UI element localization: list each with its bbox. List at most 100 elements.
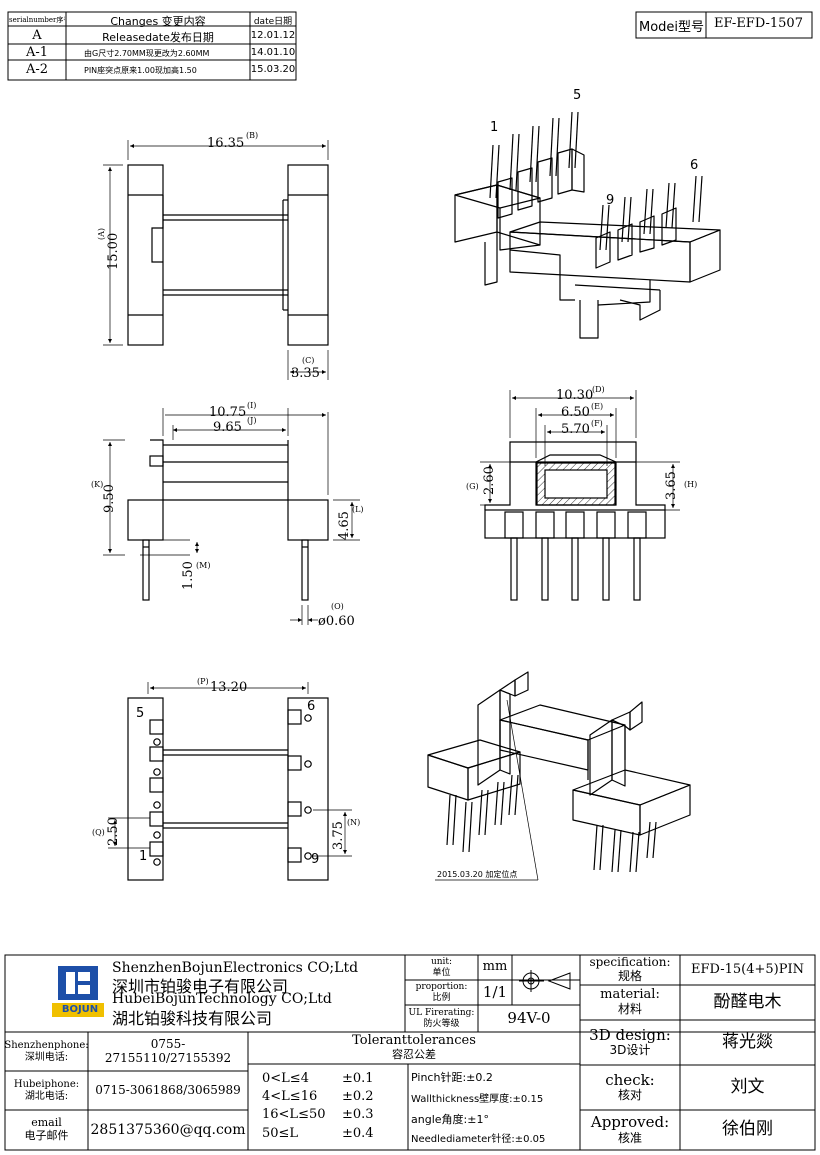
bottom-pin-label-6: 6 <box>307 699 316 714</box>
iso-pin-label-6: 6 <box>690 158 699 173</box>
tol-range-4: 50≤L <box>262 1126 299 1141</box>
top-view-dims <box>103 140 329 380</box>
rev-header-changes: Changes 变更内容 <box>110 15 206 28</box>
revision-table <box>7 11 297 81</box>
dim-g-tag: (G) <box>466 482 479 491</box>
dim-i-value: 10.75 <box>209 405 247 420</box>
approved-label-cell: Approved: 核准 <box>580 1110 680 1150</box>
rev-row-a-date: 12.01.12 <box>250 30 296 41</box>
unit-label-cn: 单位 <box>432 967 451 978</box>
annotation-locating-point: 2015.03.20 加定位点 <box>437 870 518 879</box>
bojun-logo <box>52 966 104 1017</box>
check-label-cell: check: 核对 <box>580 1065 680 1110</box>
check-value: 刘文 <box>730 1076 765 1097</box>
material-label-cell: material: 材料 <box>580 985 680 1020</box>
company-cn-shenzhen: 深圳市铂骏电子有限公司 <box>112 977 289 996</box>
email-label: email <box>31 1116 62 1130</box>
rev-row-a1-change: 由G尺寸2.70MM现更改为2.60MM <box>84 49 210 58</box>
dim-o-value: ø0.60 <box>318 614 355 629</box>
check-label: check: <box>605 1070 655 1089</box>
rev-header-date: date日期 <box>253 17 293 27</box>
email-label-cn: 电子邮件 <box>24 1129 69 1142</box>
tolerance-title: Toleranttolerances <box>352 1033 476 1049</box>
top-view <box>127 164 329 346</box>
rev-row-a-change: Releasedate发布日期 <box>102 31 214 44</box>
dim-f-tag: (F) <box>591 419 603 428</box>
spec-value: EFD-15(4+5)PIN <box>691 961 804 977</box>
dim-o-tag: (O) <box>331 602 344 611</box>
dim-q-value: 2.50 <box>106 817 121 846</box>
unit-value: mm <box>482 959 508 975</box>
dim-i-tag: (I) <box>247 401 257 410</box>
rev-row-a-id: A <box>32 28 42 43</box>
iso-pin-label-9: 9 <box>606 193 615 208</box>
ul-value: 94V-0 <box>507 1008 551 1027</box>
bottom-pin-label-9: 9 <box>311 852 320 867</box>
dim-k-tag: (K) <box>91 480 104 489</box>
tol-range-1: 0<L≤4 <box>262 1071 309 1086</box>
iso-pin-label-1: 1 <box>490 120 499 135</box>
rev-row-a1-date: 14.01.10 <box>250 47 296 58</box>
bottom-view-dims <box>108 682 352 857</box>
design-label: 3D design: <box>589 1025 671 1044</box>
design-label-cell: 3D design: 3D设计 <box>580 1020 680 1065</box>
unit-label-cell: unit: 单位 <box>405 955 478 980</box>
ul-label: UL Firerating: <box>408 1008 475 1019</box>
bottom-pin-label-1: 1 <box>139 849 148 864</box>
hb-phone-label: Hubeiphone: <box>13 1079 80 1090</box>
proportion-label-cn: 比例 <box>432 992 451 1003</box>
proportion-value: 1/1 <box>482 982 508 1001</box>
iso-pin-label-5: 5 <box>573 88 582 103</box>
proportion-label-cell: proportion: 比例 <box>405 980 478 1005</box>
side-view <box>484 441 666 601</box>
spec-label: specification: <box>589 955 671 970</box>
company-en-shenzhen: ShenzhenBojunElectronics CO;Ltd <box>112 960 359 976</box>
design-label-cn: 3D设计 <box>609 1043 651 1058</box>
tol-angle: angle角度:±1° <box>411 1113 489 1126</box>
side-view-dims <box>480 390 680 511</box>
model-box <box>635 11 813 39</box>
bottom-pin-label-5: 5 <box>136 706 145 721</box>
ul-label-cn: 防火等级 <box>423 1018 460 1029</box>
dim-d-tag: (D) <box>592 385 605 394</box>
front-view <box>127 439 329 601</box>
isometric-view-top <box>454 111 721 339</box>
tol-needle: Needlediameter针径:±0.05 <box>411 1134 546 1145</box>
tol-value-4: ±0.4 <box>342 1126 374 1141</box>
material-label-cn: 材料 <box>617 1002 642 1017</box>
spec-label-cn: 规格 <box>617 969 642 983</box>
dim-l-tag: (L) <box>352 505 364 514</box>
dim-p-tag: (P) <box>197 677 209 686</box>
tol-wall: Wallthickness壁厚度:±0.15 <box>411 1094 544 1105</box>
dim-n-tag: (N) <box>347 818 361 827</box>
material-value: 酚醛电木 <box>713 991 782 1012</box>
sz-phone-label-cn: 深圳电话: <box>24 1051 69 1063</box>
rev-header-serial: serialnumber序号 <box>9 16 65 24</box>
dim-e-tag: (E) <box>591 402 604 411</box>
unit-label: unit: <box>430 957 453 968</box>
dim-c-tag: (C) <box>302 356 315 365</box>
design-value: 蒋光燚 <box>722 1031 773 1052</box>
dim-h-tag: (H) <box>684 480 698 489</box>
email-value: 2851375360@qq.com <box>90 1121 246 1138</box>
rev-row-a2-change: PIN座突点原来1.00现加高1.50 <box>84 66 197 75</box>
dim-d-value: 10.30 <box>556 388 594 403</box>
approved-label: Approved: <box>590 1113 670 1132</box>
dim-j-tag: (J) <box>247 416 257 425</box>
tolerance-title-cell: Toleranttolerances 容忍公差 <box>248 1032 580 1064</box>
dim-l-value: 4.65 <box>337 511 352 540</box>
dim-c-value: 3.35 <box>291 366 320 381</box>
model-value: EF-EFD-1507 <box>714 16 803 31</box>
model-label: Modei型号 <box>639 20 705 35</box>
spec-label-cell: specification: 规格 <box>580 955 680 985</box>
dim-q-tag: (Q) <box>92 828 105 837</box>
dim-a-tag: (A) <box>97 227 106 240</box>
dim-m-value: 1.50 <box>181 561 196 590</box>
tol-value-2: ±0.2 <box>342 1089 374 1104</box>
tol-pinch: Pinch针距:±0.2 <box>411 1071 493 1084</box>
tol-value-3: ±0.3 <box>342 1107 374 1122</box>
rev-row-a2-date: 15.03.20 <box>250 64 296 75</box>
dim-b-value: 16.35 <box>207 136 245 151</box>
tol-range-3: 16<L≤50 <box>262 1107 326 1122</box>
